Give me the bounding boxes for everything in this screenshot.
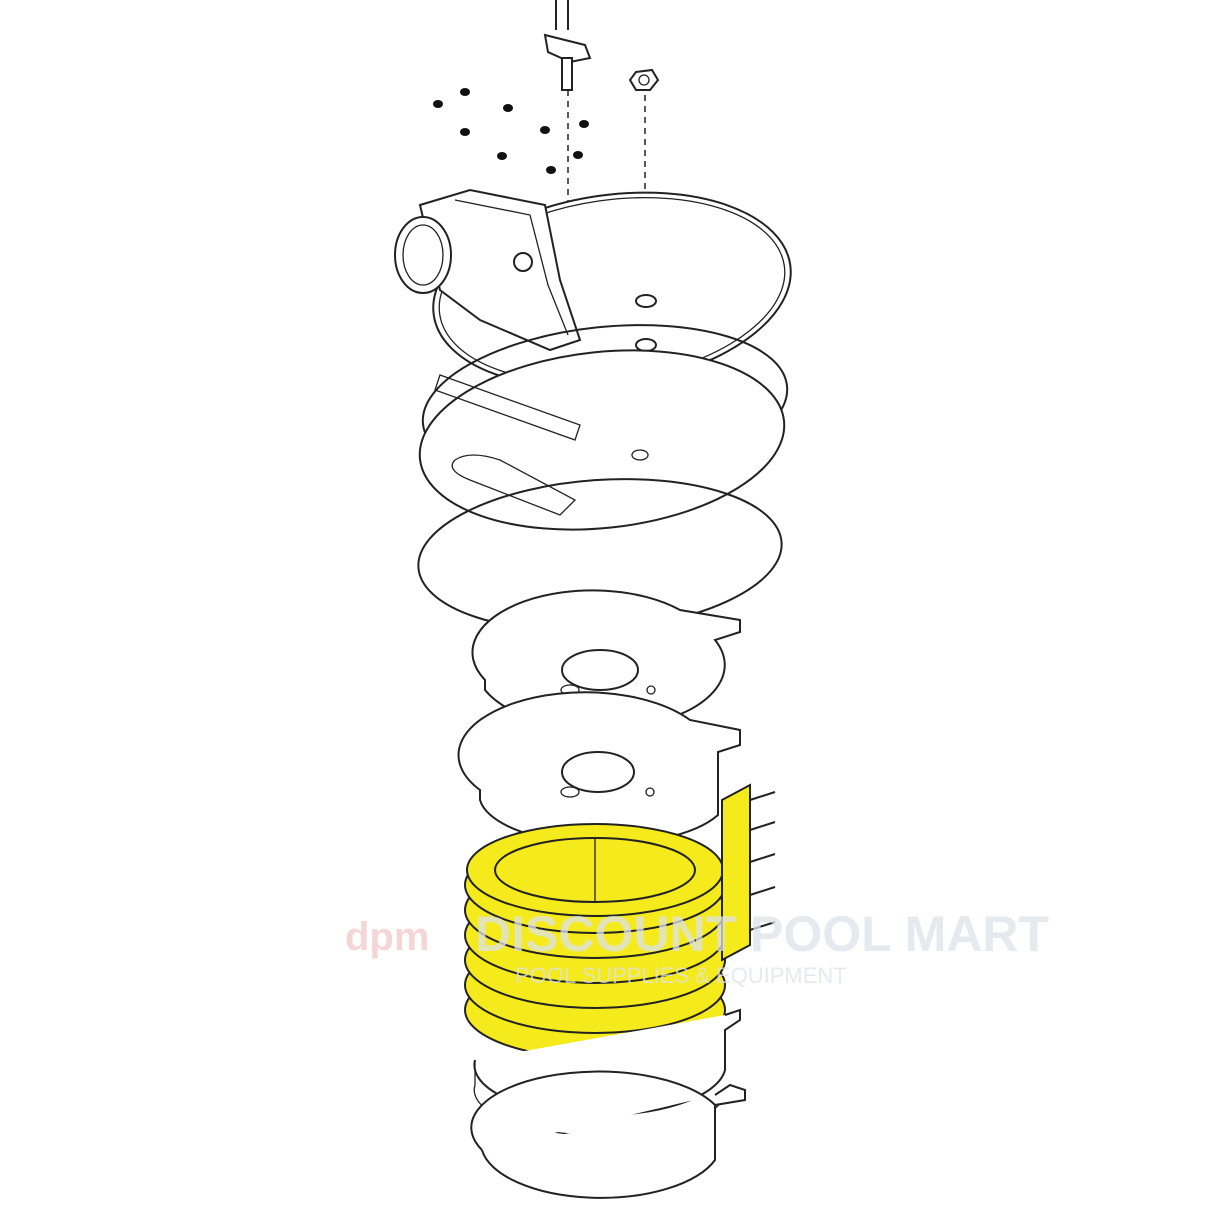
watermark-name: DISCOUNT POOL MART xyxy=(475,906,1050,962)
watermark-logo: dpm xyxy=(345,915,430,959)
sensor-fitting xyxy=(543,0,592,91)
heat-exchanger-coil xyxy=(464,823,726,1059)
blower-assembly xyxy=(394,188,582,352)
nut xyxy=(628,68,660,91)
base-section xyxy=(470,1070,746,1199)
baffle-plate-lower xyxy=(457,691,741,846)
baffle-plate-upper xyxy=(471,589,741,731)
watermark-tagline: POOL SUPPLIES & EQUIPMENT xyxy=(515,963,847,988)
coil-header-plate xyxy=(721,783,776,962)
screws xyxy=(433,88,589,174)
